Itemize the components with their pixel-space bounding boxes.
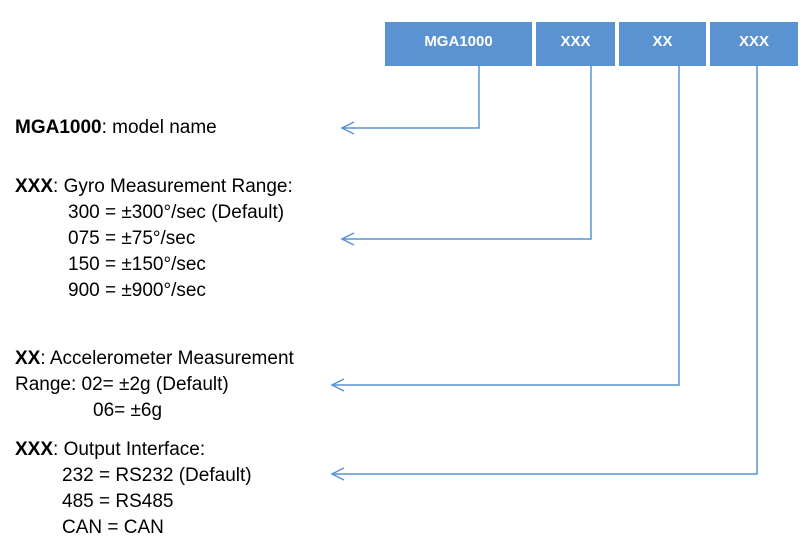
accel-label-continued: Range: 02= ±2g (Default) (15, 374, 229, 395)
gyro-option: 075 = ±75°/sec (68, 228, 196, 249)
field-model: MGA1000: model name (15, 115, 217, 141)
gyro-option: 300 = ±300°/sec (Default) (68, 202, 285, 223)
connector-model (340, 66, 480, 135)
accel-option: 06= ±6g (93, 400, 163, 421)
gyro-option: 150 = ±150°/sec (68, 254, 206, 275)
code-box-model: MGA1000 (385, 22, 532, 66)
connector-interface (330, 66, 758, 481)
field-interface: XXX: Output Interface: 232 = RS232 (Defa… (15, 437, 252, 541)
field-gyro: XXX: Gyro Measurement Range: 300 = ±300°… (15, 174, 293, 304)
connector-accel (330, 66, 680, 392)
interface-option: CAN = CAN (62, 517, 164, 538)
field-model-label: : model name (101, 117, 217, 138)
field-interface-label: : Output Interface: (53, 439, 206, 460)
interface-option: 485 = RS485 (62, 491, 174, 512)
field-accel-label: : Accelerometer Measurement (40, 348, 294, 369)
field-gyro-code: XXX (15, 176, 54, 197)
code-box-accel: XX (619, 22, 706, 66)
field-model-code: MGA1000 (15, 117, 102, 138)
field-accel-code: XX (15, 348, 41, 369)
field-gyro-label: : Gyro Measurement Range: (53, 176, 293, 197)
code-box-gyro: XXX (536, 22, 615, 66)
gyro-option: 900 = ±900°/sec (68, 280, 206, 301)
connector-gyro (340, 66, 592, 246)
field-interface-code: XXX (15, 439, 54, 460)
field-accel: XX: Accelerometer Measurement Range: 02=… (15, 346, 294, 424)
interface-option: 232 = RS232 (Default) (62, 465, 252, 486)
code-box-interface: XXX (710, 22, 798, 66)
